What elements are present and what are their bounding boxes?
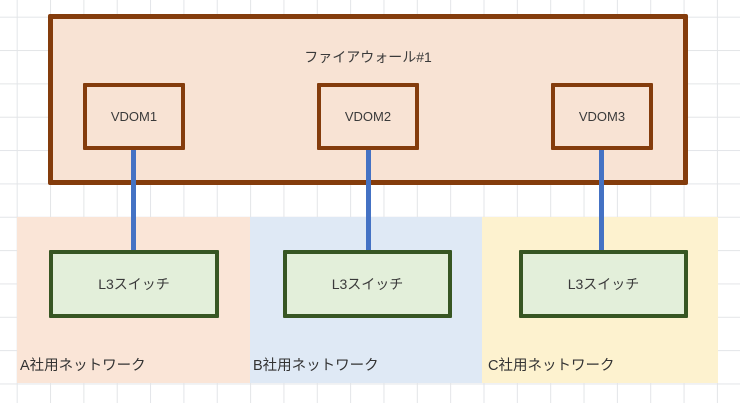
vdom1-box: VDOM1 (83, 83, 185, 150)
l3-switch-box-a: L3スイッチ (49, 250, 219, 318)
vdom1-label: VDOM1 (110, 109, 158, 124)
vdom2-label: VDOM2 (344, 109, 392, 124)
vdom2-box: VDOM2 (317, 83, 419, 150)
l3-switch-label-c: L3スイッチ (567, 276, 640, 292)
connector-line-vdom1-l3a (131, 148, 136, 254)
l3-switch-box-c: L3スイッチ (519, 250, 688, 318)
l3-switch-label-b: L3スイッチ (331, 276, 404, 292)
network-label-a: A社用ネットワーク (20, 358, 146, 374)
l3-switch-box-b: L3スイッチ (283, 250, 452, 318)
vdom3-label: VDOM3 (578, 109, 626, 124)
vdom3-box: VDOM3 (551, 83, 653, 150)
network-label-c: C社用ネットワーク (488, 358, 615, 374)
connector-line-vdom3-l3c (599, 148, 604, 254)
l3-switch-label-a: L3スイッチ (98, 276, 170, 292)
connector-line-vdom2-l3b (366, 148, 371, 254)
network-label-b: B社用ネットワーク (253, 358, 379, 374)
firewall-title: ファイアウォール#1 (304, 49, 432, 65)
